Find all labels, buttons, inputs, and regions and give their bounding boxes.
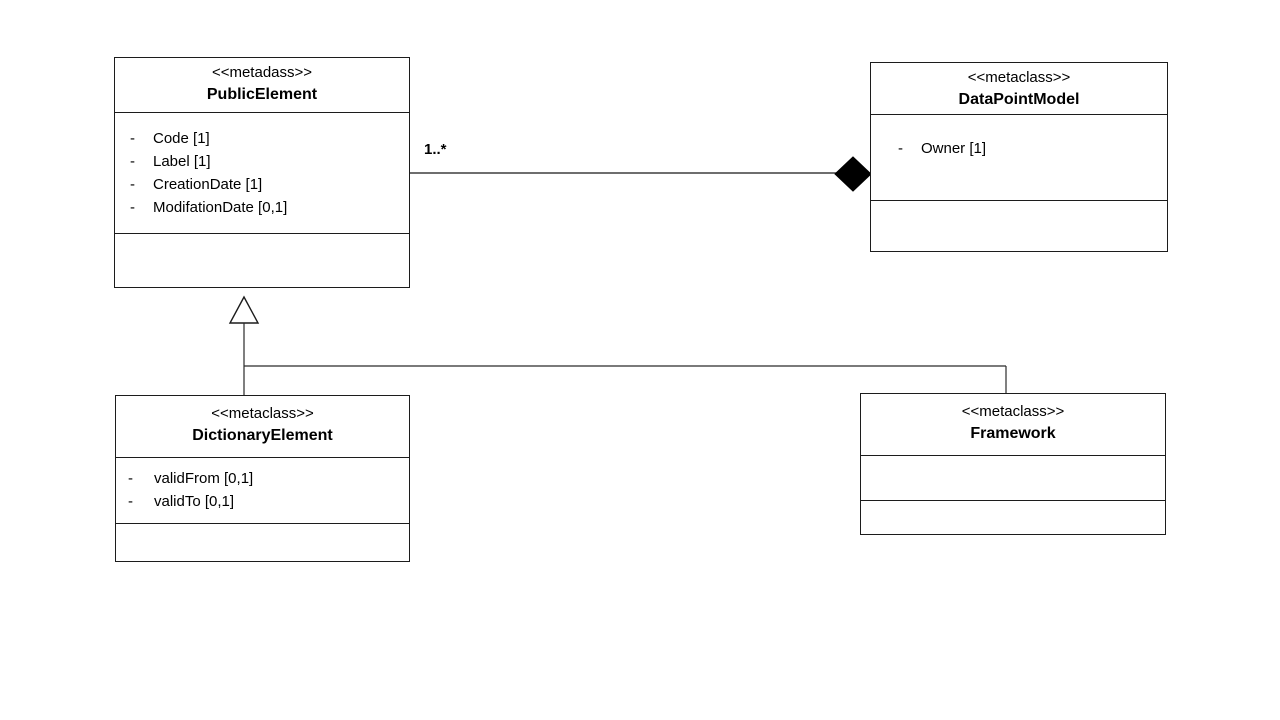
attribute-bullet: - [128, 493, 133, 510]
multiplicity-label: 1..* [424, 141, 447, 158]
attribute-text: ModifationDate [0,1] [153, 199, 288, 216]
attribute-row: - validTo [0,1] [128, 490, 405, 513]
class-data-point-model: <<metaclass>> DataPointModel - Owner [1] [870, 62, 1168, 252]
attribute-text: CreationDate [1] [153, 176, 263, 193]
attribute-row: - validFrom [0,1] [128, 467, 405, 490]
class-framework: <<metaclass>> Framework [860, 393, 1166, 535]
composition-diamond-icon [834, 156, 872, 192]
operations-compartment [115, 233, 409, 287]
operations-compartment [861, 500, 1165, 534]
attribute-row: - Owner [1] [898, 137, 1163, 160]
class-header: <<metaclass>> DataPointModel [871, 63, 1167, 114]
attribute-bullet: - [128, 470, 133, 487]
class-name: PublicElement [206, 86, 318, 103]
class-stereotype: <<metaclass>> [961, 403, 1065, 420]
attribute-bullet: - [130, 153, 135, 170]
attribute-bullet: - [898, 140, 903, 157]
attributes-compartment: - Code [1] - Label [1] - CreationDate [1… [115, 112, 409, 233]
attribute-text: Code [1] [153, 130, 210, 147]
class-name: Framework [970, 425, 1056, 442]
class-header: <<metaclass>> Framework [861, 394, 1165, 455]
attribute-text: validFrom [0,1] [154, 470, 254, 487]
generalization-arrow-icon [228, 295, 260, 324]
attribute-text: validTo [0,1] [154, 493, 235, 510]
attributes-compartment: - validFrom [0,1] - validTo [0,1] [116, 457, 409, 523]
operations-compartment [116, 523, 409, 561]
attribute-row: - Code [1] [130, 127, 405, 150]
attribute-row: - Label [1] [130, 150, 405, 173]
class-header: <<metaclass>> DictionaryElement [116, 396, 409, 457]
attributes-compartment [861, 455, 1165, 500]
attribute-text: Owner [1] [921, 140, 987, 157]
class-stereotype: <<metaclass>> [967, 69, 1071, 86]
class-public-element: <<metadass>> PublicElement - Code [1] - … [114, 57, 410, 288]
attributes-compartment: - Owner [1] [871, 114, 1167, 200]
class-name: DictionaryElement [192, 427, 333, 444]
attribute-row: - CreationDate [1] [130, 173, 405, 196]
class-header: <<metadass>> PublicElement [115, 58, 409, 112]
class-stereotype: <<metaclass>> [211, 405, 314, 422]
attribute-bullet: - [130, 199, 135, 216]
attribute-bullet: - [130, 130, 135, 147]
attribute-row: - ModifationDate [0,1] [130, 196, 405, 219]
class-dictionary-element: <<metaclass>> DictionaryElement - validF… [115, 395, 410, 562]
class-name: DataPointModel [958, 91, 1080, 108]
class-stereotype: <<metadass>> [211, 64, 313, 81]
attribute-bullet: - [130, 176, 135, 193]
operations-compartment [871, 200, 1167, 251]
attribute-text: Label [1] [153, 153, 211, 170]
